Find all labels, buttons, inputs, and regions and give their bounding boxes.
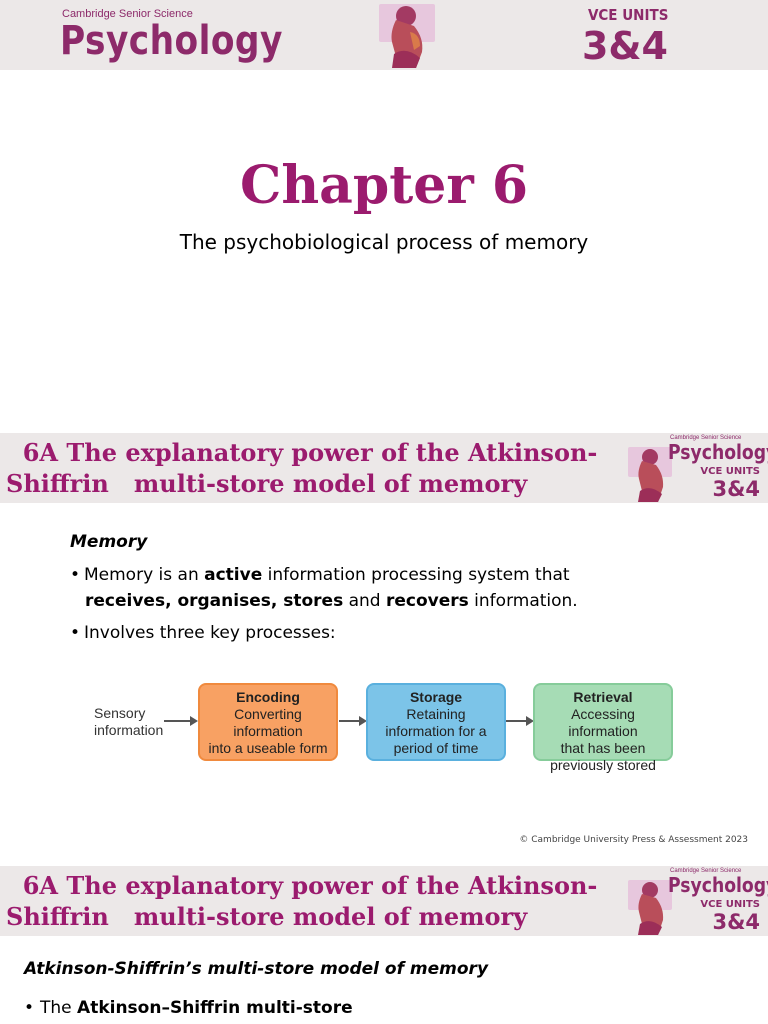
encoding-box: Encoding Converting information into a u…	[198, 683, 338, 761]
brand-subtitle: Cambridge Senior Science	[62, 8, 193, 20]
title-slide: Cambridge Senior Science Psychology VCE …	[0, 0, 768, 432]
brand-title: Psychology	[60, 18, 283, 64]
arrow-right-icon	[339, 716, 367, 726]
brand-title: Psychology	[668, 440, 768, 464]
bullet-key-processes: •Involves three key processes:	[70, 620, 336, 646]
slide-header-title: 6A The explanatory power of the Atkinson…	[6, 438, 598, 498]
bullet-multi-store: •The Atkinson–Shiffrin multi-store	[24, 998, 353, 1018]
slide-header: 6A The explanatory power of the Atkinson…	[0, 866, 768, 936]
vce-units-number: 3&4	[581, 24, 668, 68]
vce-units-number: 3&4	[712, 910, 760, 934]
chapter-subtitle: The psychobiological process of memory	[179, 230, 589, 254]
storage-box: Storage Retaining information for a peri…	[366, 683, 506, 761]
bullet-icon: •	[24, 998, 35, 1018]
section-heading: Atkinson-Shiffrin’s multi-store model of…	[24, 959, 489, 979]
bullet-icon: •	[70, 623, 81, 643]
slide-header: 6A The explanatory power of the Atkinson…	[0, 433, 768, 503]
copyright-notice: © Cambridge University Press & Assessmen…	[519, 835, 748, 845]
section-heading: Memory	[70, 532, 148, 552]
thinker-logo-icon	[379, 4, 435, 68]
bullet-memory-definition: •Memory is an active information process…	[70, 562, 578, 614]
chapter-title: Chapter 6	[239, 155, 529, 216]
thinker-logo-icon	[628, 880, 672, 935]
atkinson-shiffrin-slide: 6A The explanatory power of the Atkinson…	[0, 866, 768, 1024]
retrieval-box: Retrieval Accessing information that has…	[533, 683, 673, 773]
vce-units-label: VCE UNITS	[700, 899, 760, 910]
bullet-icon: •	[70, 565, 81, 585]
slide-header-title: 6A The explanatory power of the Atkinson…	[6, 871, 598, 931]
arrow-right-icon	[164, 716, 198, 726]
brand-subtitle: Cambridge Senior Science	[670, 868, 742, 874]
arrow-right-icon	[506, 716, 534, 726]
brand-title: Psychology	[668, 873, 768, 897]
vce-units-number: 3&4	[712, 477, 760, 501]
sensory-input-label: Sensory information	[94, 705, 164, 738]
memory-slide: 6A The explanatory power of the Atkinson…	[0, 433, 768, 865]
title-banner: Cambridge Senior Science Psychology VCE …	[0, 0, 768, 70]
thinker-logo-icon	[628, 447, 672, 502]
vce-units-label: VCE UNITS	[587, 6, 668, 24]
brand-subtitle: Cambridge Senior Science	[670, 435, 742, 441]
vce-units-label: VCE UNITS	[700, 466, 760, 477]
